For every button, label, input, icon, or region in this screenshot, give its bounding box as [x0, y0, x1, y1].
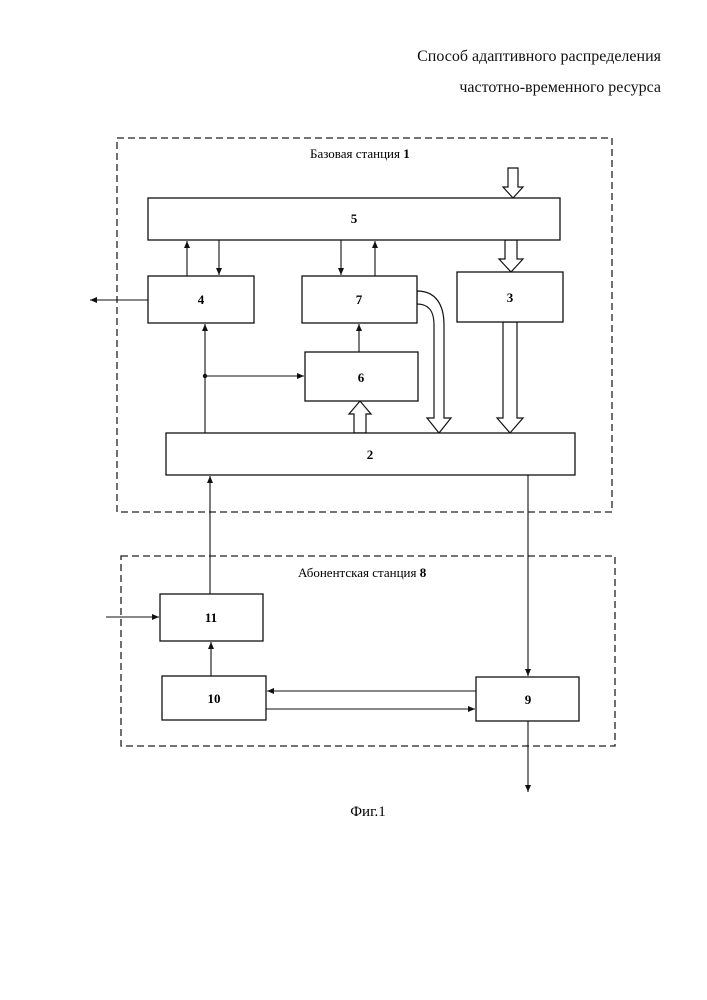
input-bus-arrow-to-5	[503, 168, 523, 198]
bus-arrow-2-to-6	[349, 401, 371, 433]
block-2-label: 2	[367, 447, 374, 462]
bus-arrow-5-to-3	[499, 240, 523, 272]
figure-caption: Фиг.1	[350, 804, 386, 820]
bus-arrow-7-to-2	[417, 291, 451, 433]
base-station-caption: Базовая станция 1	[310, 146, 410, 161]
block-9-label: 9	[525, 692, 532, 707]
block-6-label: 6	[358, 370, 365, 385]
subscriber-station-caption: Абонентская станция 8	[298, 565, 427, 580]
block-4-label: 4	[198, 292, 205, 307]
bus-arrow-3-to-2	[497, 322, 523, 433]
block-5-label: 5	[351, 211, 358, 226]
block-10-label: 10	[208, 691, 221, 706]
block-3-label: 3	[507, 290, 514, 305]
block-11-label: 11	[205, 610, 217, 625]
block-7-label: 7	[356, 292, 363, 307]
